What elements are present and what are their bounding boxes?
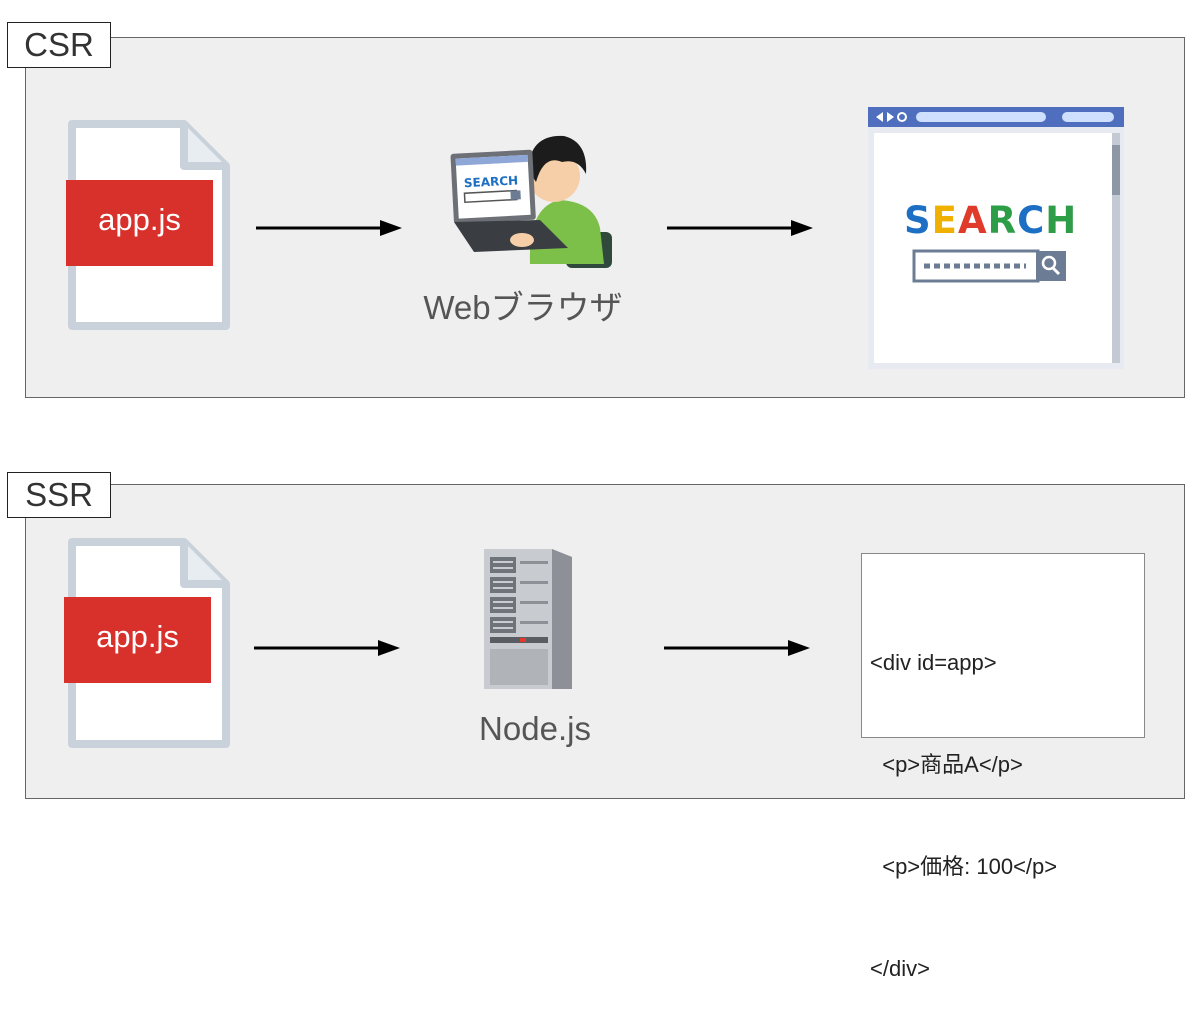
svg-text:SEARCH: SEARCH: [464, 173, 519, 190]
code-line: <p>価格: 100</p>: [870, 854, 1058, 879]
server-caption: Node.js: [479, 710, 591, 747]
code-line: <div id=app>: [870, 650, 997, 675]
code-line: <p>商品A</p>: [870, 752, 1023, 777]
ssr-arrow-1: [254, 640, 400, 656]
person-laptop-icon: SEARCH: [450, 135, 612, 268]
server-icon: [484, 549, 572, 689]
csr-file-label: app.js: [66, 180, 213, 266]
csr-arrow-1: [256, 220, 402, 236]
ssr-arrow-2: [664, 640, 810, 656]
csr-tag: CSR: [7, 22, 111, 68]
ssr-file-label: app.js: [64, 597, 211, 683]
csr-arrow-2: [667, 220, 813, 236]
rendered-html-box: <div id=app> <p>商品A</p> <p>価格: 100</p> <…: [861, 553, 1145, 981]
ssr-tag: SSR: [7, 472, 111, 518]
svg-text:SEARCH: SEARCH: [904, 199, 1077, 242]
browser-window-icon: SEARCH: [868, 107, 1124, 369]
browser-caption: Webブラウザ: [423, 289, 623, 326]
code-line: </div>: [870, 956, 930, 981]
